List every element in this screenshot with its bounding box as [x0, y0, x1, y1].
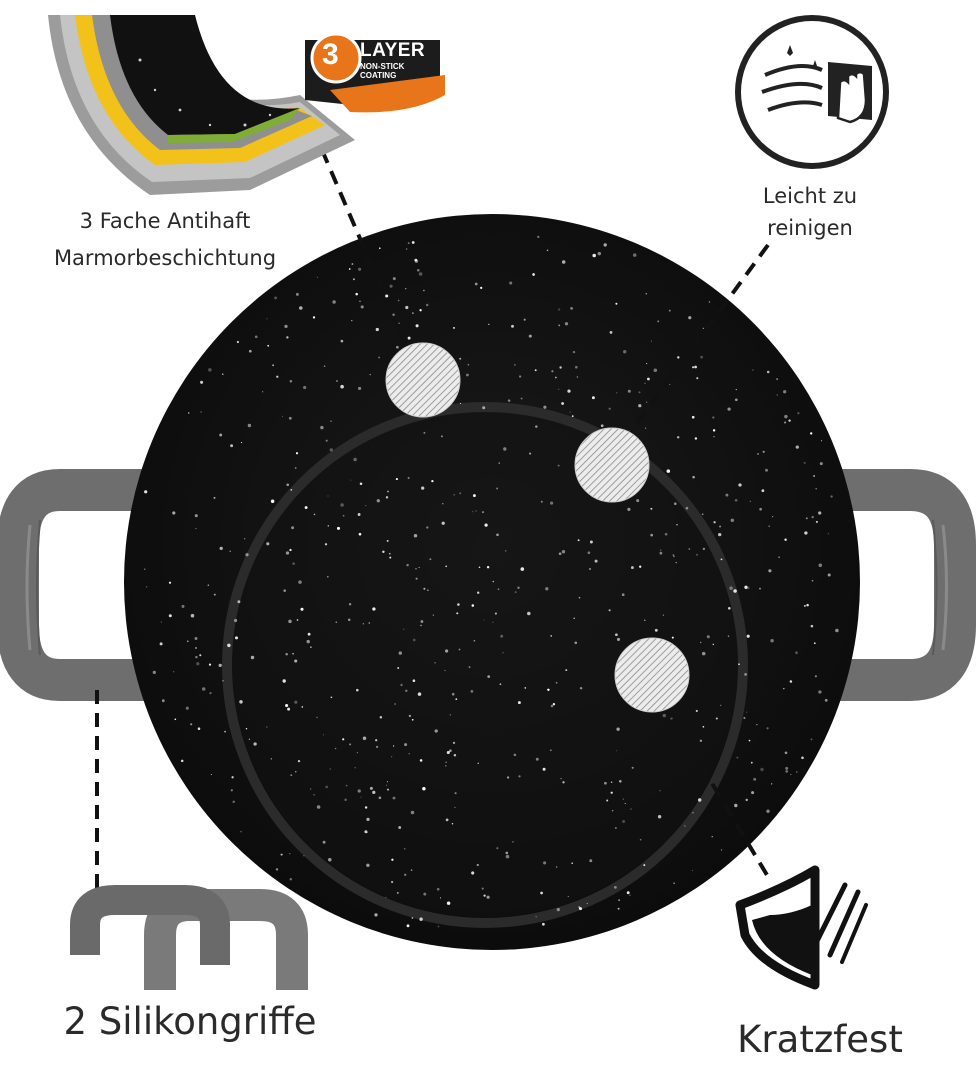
pan-handle-right: [830, 469, 976, 701]
callout-dot-scratch: [614, 637, 690, 713]
feature-label-layers-line1: 3 Fache Antihaft: [79, 209, 251, 233]
badge-sub-line2: COATING: [360, 71, 397, 80]
badge-sub-line1: NON-STICK: [360, 62, 405, 71]
scratch-shield-icon: [735, 865, 868, 990]
leader-lines: [95, 149, 772, 890]
feature-label-clean-line1: Leicht zu: [762, 184, 858, 208]
callout-dot-layers: [385, 342, 461, 418]
pan-handle-left: [0, 469, 150, 701]
feature-label-clean: Leicht zu reinigen: [730, 180, 890, 244]
three-layer-badge: [305, 32, 445, 113]
layers-cutaway-icon: [48, 15, 355, 195]
feature-label-clean-line2: reinigen: [767, 216, 853, 240]
feature-label-layers: 3 Fache Antihaft Marmorbeschichtung: [20, 203, 310, 277]
callout-dot-clean: [574, 427, 650, 503]
badge-number: 3: [322, 38, 339, 71]
feature-label-layers-line2: Marmorbeschichtung: [53, 246, 277, 270]
marble-speckles: [144, 235, 839, 928]
silicone-handles-icon: [70, 885, 308, 990]
badge-text: LAYER NON-STICK COATING: [360, 40, 450, 80]
feature-label-scratch: Kratzfest: [737, 1018, 903, 1061]
feature-label-handles: 2 Silikongriffe: [63, 1000, 317, 1043]
pan-inner-ring: [222, 402, 748, 928]
cleaning-hand-icon: [735, 15, 889, 169]
badge-title: LAYER: [360, 40, 426, 61]
